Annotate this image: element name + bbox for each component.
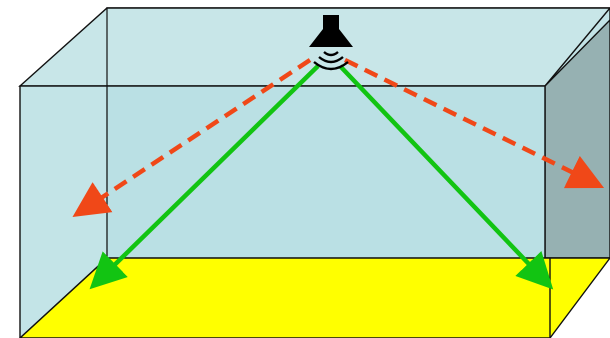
speaker-icon [309,15,353,47]
direct-path-left [89,64,320,290]
reflected-path-right [344,57,605,189]
direct-path-right [338,64,554,290]
reflected-path-left [72,58,312,217]
sound-waves-icon [313,51,349,71]
